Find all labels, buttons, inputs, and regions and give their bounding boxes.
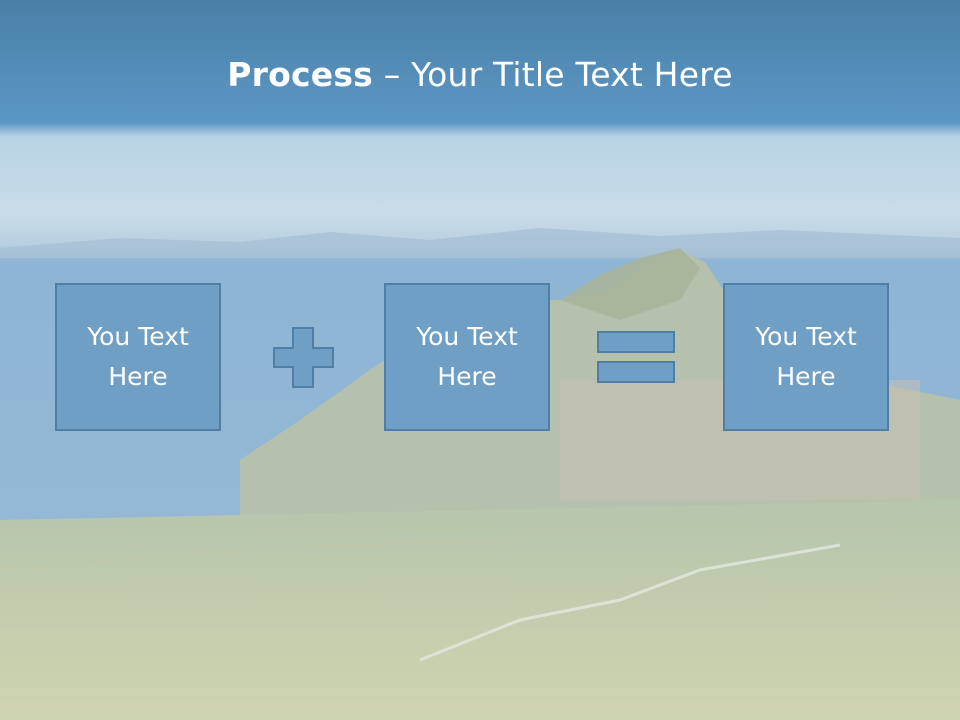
title-rest: – Your Title Text Here bbox=[373, 55, 733, 94]
text-box-2[interactable]: You Text Here bbox=[384, 283, 550, 431]
text-box-3-label: You Text Here bbox=[755, 322, 857, 391]
text-box-3[interactable]: You Text Here bbox=[723, 283, 889, 431]
text-box-2-label: You Text Here bbox=[416, 322, 518, 391]
text-box-1-label: You Text Here bbox=[87, 322, 189, 391]
text-box-1[interactable]: You Text Here bbox=[55, 283, 221, 431]
slide-title: Process – Your Title Text Here bbox=[0, 52, 960, 98]
plus-icon bbox=[273, 327, 334, 388]
equals-icon bbox=[597, 331, 675, 383]
title-bold: Process bbox=[227, 55, 374, 94]
